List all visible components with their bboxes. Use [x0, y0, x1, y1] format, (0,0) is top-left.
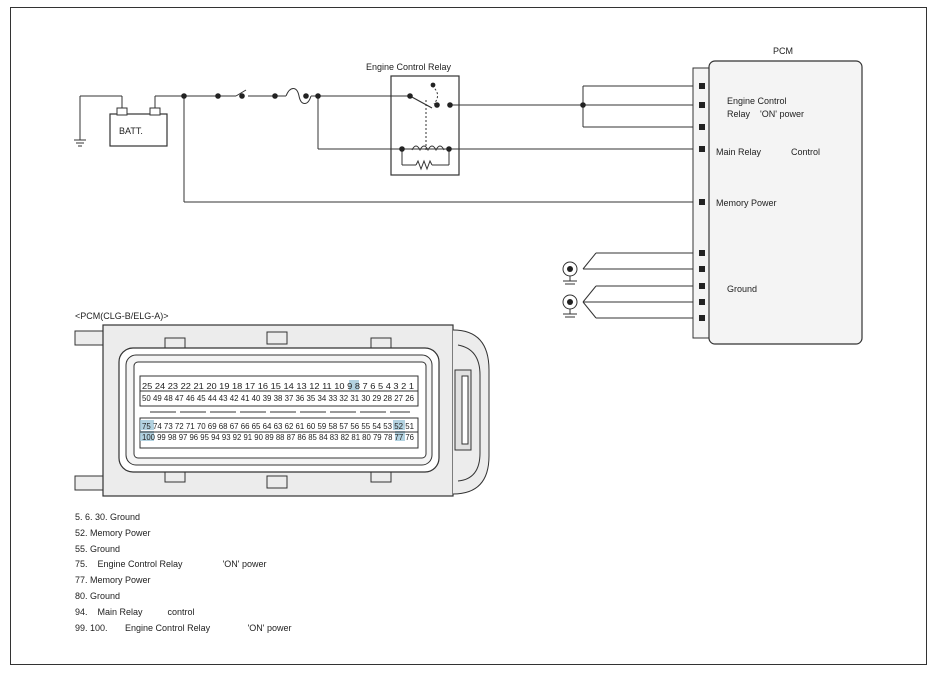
legend-item: 77. Memory Power — [75, 575, 151, 586]
relay-title: Engine Control Relay — [366, 62, 452, 72]
legend-item: 99. 100. Engine Control Relay 'ON' power — [75, 622, 292, 633]
connector-row-4: 100 99 98 97 96 95 94 93 92 91 90 89 88 … — [142, 433, 415, 442]
connector-row-1: 25 24 23 22 21 20 19 18 17 16 15 14 13 1… — [142, 382, 415, 391]
battery-label: BATT. — [119, 126, 143, 136]
connector-row-2: 50 49 48 47 46 45 44 43 42 41 40 39 38 3… — [142, 394, 415, 403]
pin-label-memory-power: Memory Power — [716, 198, 777, 208]
connector-illustration — [74, 324, 490, 497]
pin-label-main-relay: Main Relay Control — [716, 147, 820, 157]
legend-item: 75. Engine Control Relay 'ON' power — [75, 559, 267, 570]
legend-item: 5. 6. 30. Ground — [75, 512, 141, 522]
diagram-frame — [10, 7, 927, 665]
legend-item: 52. Memory Power — [75, 527, 151, 538]
pin-label-ground: Ground — [727, 284, 757, 294]
connector-title: <PCM(CLG-B/ELG-A)> — [75, 311, 169, 321]
pin-label-ecr-line1: Engine Control — [727, 96, 787, 106]
pin-label-ecr-line2: Relay 'ON' power — [727, 109, 804, 119]
legend-item: 80. Ground — [75, 590, 121, 601]
pin-legend: 5. 6. 30. Ground 52. Memory Power 55. Gr… — [75, 510, 292, 636]
pcm-title: PCM — [773, 46, 793, 56]
legend-item: 94. Main Relay control — [75, 606, 195, 617]
legend-item: 55. Ground — [75, 543, 121, 554]
connector-row-3: 75 74 73 72 71 70 69 68 67 66 65 64 63 6… — [142, 422, 415, 431]
